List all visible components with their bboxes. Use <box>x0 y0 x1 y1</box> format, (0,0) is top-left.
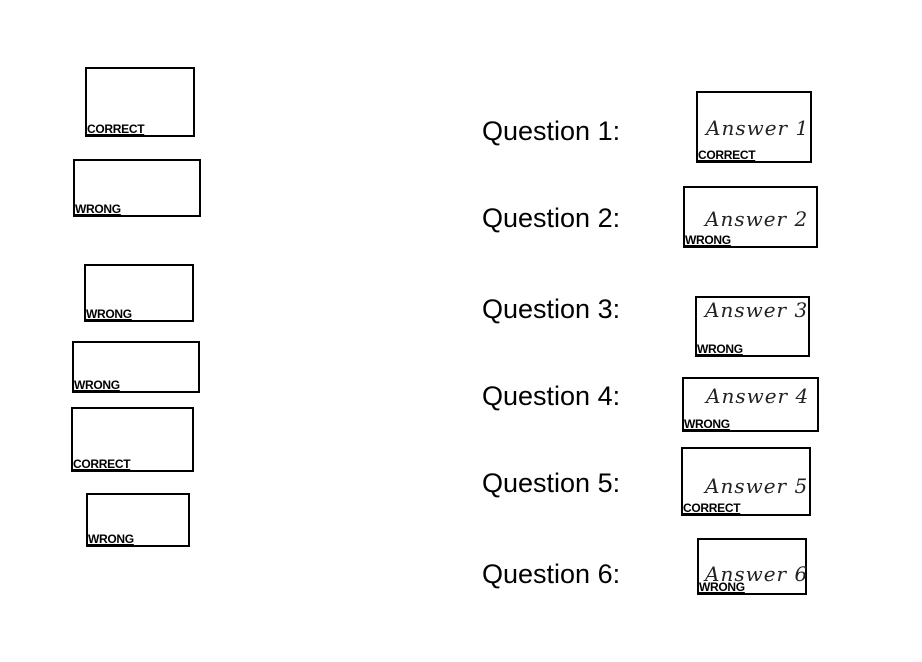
result-tag: WRONG <box>699 580 745 594</box>
answer-text: Answer 5 <box>705 474 809 498</box>
answer-box-3: Answer 3 WRONG <box>695 296 810 357</box>
answer-box-5: Answer 5 CORRECT <box>681 447 811 516</box>
question-label-6: Question 6: <box>482 559 621 589</box>
result-tag: WRONG <box>88 532 134 546</box>
result-tag: WRONG <box>74 378 120 392</box>
left-result-box-4: WRONG <box>72 341 200 393</box>
question-label-2: Question 2: <box>482 203 621 233</box>
result-tag: WRONG <box>86 307 132 321</box>
answer-text: Answer 3 <box>705 298 809 322</box>
left-result-box-6: WRONG <box>86 493 190 547</box>
result-tag: CORRECT <box>683 501 741 515</box>
result-tag: WRONG <box>697 342 743 356</box>
result-tag: CORRECT <box>698 148 756 162</box>
result-tag: WRONG <box>685 233 731 247</box>
question-label-3: Question 3: <box>482 294 621 324</box>
left-result-box-2: WRONG <box>73 159 201 217</box>
result-tag: WRONG <box>684 417 730 431</box>
answer-text: Answer 2 <box>705 207 809 231</box>
answer-box-4: Answer 4 WRONG <box>682 377 819 432</box>
left-result-box-5: CORRECT <box>71 407 194 472</box>
answer-text: Answer 4 <box>706 384 810 408</box>
result-tag: CORRECT <box>87 122 145 136</box>
question-label-4: Question 4: <box>482 381 621 411</box>
question-label-1: Question 1: <box>482 116 621 146</box>
left-result-box-1: CORRECT <box>85 67 195 137</box>
result-tag: CORRECT <box>73 457 131 471</box>
question-label-5: Question 5: <box>482 468 621 498</box>
answer-box-1: Answer 1 CORRECT <box>696 91 812 163</box>
answer-box-6: Answer 6 WRONG <box>697 538 807 595</box>
answer-text: Answer 1 <box>706 116 810 140</box>
left-result-box-3: WRONG <box>84 264 194 322</box>
result-tag: WRONG <box>75 202 121 216</box>
answer-box-2: Answer 2 WRONG <box>683 186 818 248</box>
answer-text: Answer 6 <box>705 562 809 586</box>
